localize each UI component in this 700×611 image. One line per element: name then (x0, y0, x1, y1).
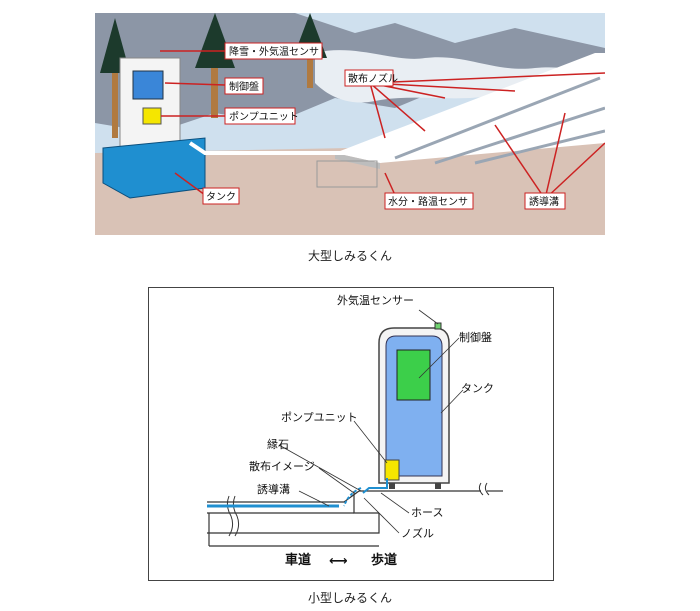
label-control-panel: 制御盤 (224, 77, 264, 95)
label-arrow: ⟷ (329, 554, 348, 569)
outdoor-sensor-dot (434, 322, 442, 330)
label-snow-temp-sensor: 降雪・外気温センサ (224, 42, 323, 60)
label-hose: ホース (411, 506, 443, 519)
road-slope (335, 53, 605, 163)
road-sensor-box (316, 160, 378, 188)
label-spray-nozzle: 散布ノズル (344, 69, 398, 87)
guide-grooves (394, 76, 606, 165)
label-pump-unit: ポンプユニット (281, 411, 358, 424)
supply-pipe (188, 141, 345, 155)
label-moisture-temp-sensor: 水分・路温センサ (384, 192, 474, 210)
large-system-svg: 降雪・外気温センサ 制御盤 ポンプユニット 散布ノズル タンク 水分・路温センサ… (95, 13, 606, 235)
label-guide-groove: 誘導溝 (524, 192, 566, 210)
svg-text:散布ノズル: 散布ノズル (348, 72, 398, 85)
pump-unit-box (142, 107, 162, 125)
label-outdoor-temp-sensor: 外気温センサー (337, 293, 414, 307)
svg-text:水分・路温センサ: 水分・路温センサ (388, 195, 468, 208)
svg-text:誘導溝: 誘導溝 (529, 195, 559, 208)
label-curb: 縁石 (267, 437, 289, 451)
label-tank: タンク (461, 382, 494, 395)
svg-text:ポンプユニット: ポンプユニット (229, 111, 299, 123)
label-pump-unit: ポンプユニット (224, 107, 299, 125)
label-nozzle: ノズル (401, 526, 434, 540)
control-panel-box (132, 70, 164, 100)
svg-text:降雪・外気温センサ: 降雪・外気温センサ (229, 45, 319, 58)
label-spray-image: 散布イメージ (249, 459, 315, 473)
label-tank: タンク (202, 187, 240, 205)
svg-text:タンク: タンク (206, 191, 236, 203)
spray-arc (343, 487, 362, 507)
callout-leaders (278, 309, 464, 534)
label-roadway: 車道 (285, 552, 311, 568)
ground (95, 143, 605, 235)
label-sidewalk: 歩道 (371, 552, 397, 568)
svg-text:制御盤: 制御盤 (229, 80, 259, 93)
label-guide-groove: 誘導溝 (257, 482, 290, 496)
pump-unit-box (384, 459, 400, 481)
large-caption: 大型しみるくん (307, 249, 392, 263)
label-control-panel: 制御盤 (459, 330, 492, 344)
ground-lines (207, 490, 503, 547)
small-system-diagram: 外気温センサー 制御盤 タンク ポンプユニット 縁石 散布イメージ 誘導溝 ホー… (148, 287, 554, 581)
small-caption: 小型しみるくん (307, 591, 392, 605)
tank-shape (102, 137, 206, 199)
hose-line (362, 478, 388, 494)
small-system-svg: 外気温センサー 制御盤 タンク ポンプユニット 縁石 散布イメージ 誘導溝 ホー… (207, 293, 503, 569)
control-panel-green (396, 349, 431, 401)
large-system-illustration: 降雪・外気温センサ 制御盤 ポンプユニット 散布ノズル タンク 水分・路温センサ… (95, 13, 606, 235)
